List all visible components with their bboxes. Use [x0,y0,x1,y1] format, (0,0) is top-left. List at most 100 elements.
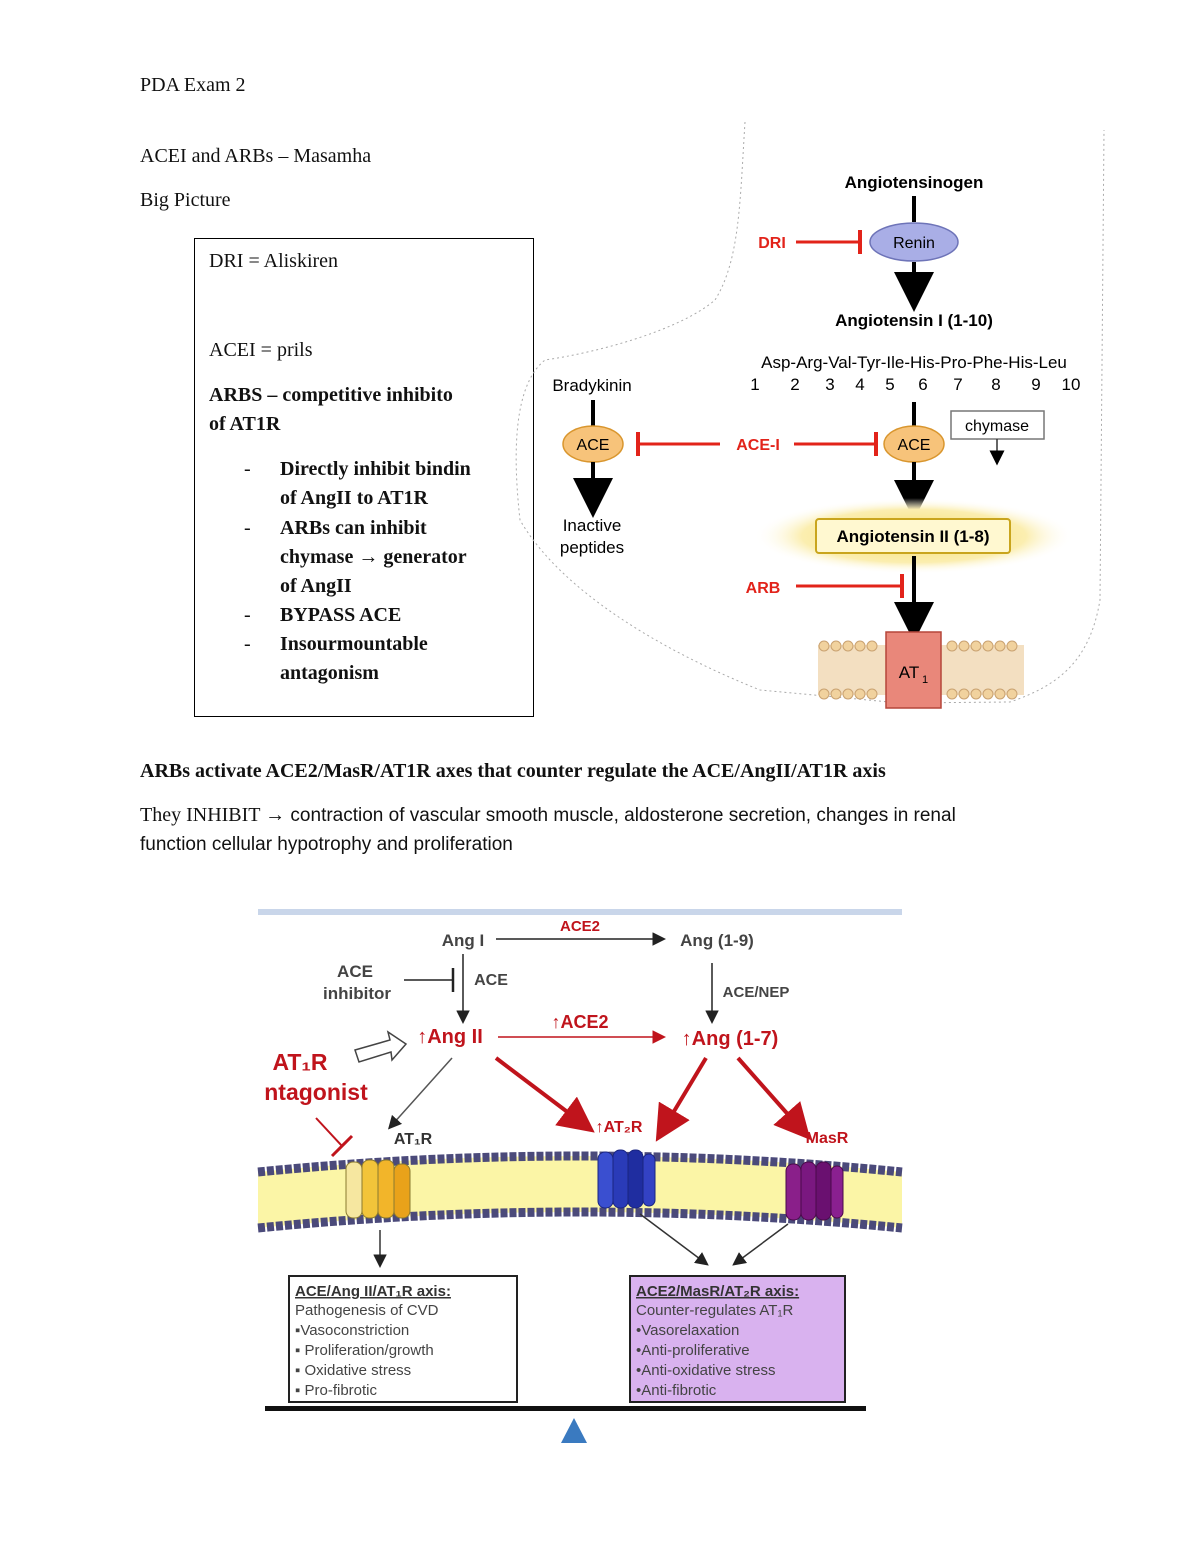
ace-inhibitor-label: ACE [337,962,373,981]
ace-inhibitor-label: ACE-I [736,437,780,454]
at1-receptor [345,1159,411,1219]
ace2-axis-item: •Anti-proliferative [636,1342,750,1359]
masr-label: MasR [806,1130,849,1147]
ace2-axis-item: •Vasorelaxation [636,1322,739,1339]
at1r-label: AT₁R [394,1131,433,1148]
arbs-note-line1: ARBS – competitive inhibito [209,384,453,406]
at1-receptor [885,631,942,709]
dri-note: DRI = Aliskiren [209,250,339,272]
topic-heading: ACEI and ARBs – Masamha [140,145,372,167]
ace2-axis-item: •Anti-oxidative stress [636,1362,775,1379]
slide-header-strip [258,909,902,915]
inhibit-rest: contraction of vascular smooth muscle, a… [285,805,956,826]
ace-label: ACE [474,972,508,989]
bradykinin-label: Bradykinin [552,376,631,395]
bullet-dash: - [244,633,251,655]
position-number: 5 [885,375,894,394]
inactive-peptides-label: peptides [560,538,624,557]
inhibit-line-1: They INHIBIT → contraction of vascular s… [140,804,956,827]
bullet-dash: - [244,517,251,539]
position-number: 7 [953,375,962,394]
acei-note: ACEI = prils [209,339,313,361]
arb-label: ARB [746,580,781,597]
document-title: PDA Exam 2 [140,74,246,96]
bullet-text: chymase → generator [280,546,467,568]
ang19-label: Ang (1-9) [680,931,754,950]
ace2-axis-item: Counter-regulates AT₁R [636,1302,794,1319]
arrow [732,1223,789,1266]
position-number: 1 [750,375,759,394]
arrow [387,1057,453,1130]
at1-subscript: 1 [922,674,928,686]
at1r-antagonist-label: AT₁R [272,1049,327,1075]
peptide-sequence: Asp-Arg-Val-Tyr-Ile-His-Pro-Phe-His-Leu [761,353,1067,372]
bullet-dash: - [244,458,251,480]
ace2-label-top: ACE2 [560,918,600,935]
ace2-label-mid: ↑ACE2 [551,1012,608,1032]
renin-label: Renin [893,235,935,252]
section-heading: Big Picture [140,189,231,211]
arrow [494,1056,595,1133]
balance-beam [265,1406,866,1411]
at2r-label: ↑AT₂R [596,1119,643,1136]
ras-pathway-diagram: Angiotensinogen Renin DRI Angiotensin I … [515,121,1105,709]
ace-axis-title: ACE/Ang II/AT₁R axis: [295,1283,451,1300]
inhibition-arrow [315,1117,343,1147]
bullet-text: Insourmountable [280,633,428,655]
position-number: 3 [825,375,834,394]
ang17-label: ↑Ang (1-7) [682,1028,779,1050]
bullet-text: BYPASS ACE [280,604,402,626]
open-arrow [354,1030,408,1063]
ace-axis-item: ▪ Proliferation/growth [295,1342,434,1359]
mas-receptor [785,1161,844,1221]
position-number: 6 [918,375,927,394]
angiotensin1-label: Angiotensin I (1-10) [835,311,993,330]
chymase-box [950,410,1045,440]
ace-label: ACE [577,437,610,454]
ace-axis-item: ▪ Oxidative stress [295,1362,411,1379]
inhibit-line-2: function cellular hypotrophy and prolife… [140,834,513,855]
ang1-label: Ang I [442,931,485,950]
bullet-text: Directly inhibit bindin [280,458,471,480]
bullet-text: ARBs can inhibit [280,517,427,539]
arrow [655,1056,708,1142]
dri-label: DRI [758,235,786,252]
position-number: 8 [991,375,1000,394]
fulcrum-triangle [561,1418,587,1443]
figure-outline [515,121,1105,704]
arbs-statement: ARBs activate ACE2/MasR/AT1R axes that c… [140,760,886,782]
arrow [639,1213,709,1266]
ace-label: ACE [898,437,931,454]
bullet-text: of AngII [280,575,352,597]
inhibition-bar [330,1134,354,1158]
at2-receptor [597,1149,656,1209]
ace-axis-item: ▪ Pro-fibrotic [295,1382,378,1399]
ace2-axis-title: ACE2/MasR/AT₂R axis: [636,1283,799,1300]
chymase-label: chymase [965,418,1029,435]
position-number: 4 [855,375,864,394]
ang2-label: ↑Ang II [417,1026,483,1048]
ace-inhibitor-label: inhibitor [323,984,391,1003]
bullet-dash: - [244,604,251,626]
ace2-axis-item: •Anti-fibrotic [636,1382,717,1399]
inactive-peptides-label: Inactive [563,516,622,535]
bullet-text: of AngII to AT1R [280,487,428,509]
renin-enzyme [869,222,959,262]
arbs-note-line2: of AT1R [209,413,281,435]
position-number: 2 [790,375,799,394]
inhibit-prefix: They INHIBIT → [140,804,286,826]
arrow [736,1056,811,1140]
angiotensin2-label: Angiotensin II (1-8) [837,527,990,546]
angiotensin2-box [815,518,1011,554]
bullet-text: antagonism [280,662,379,684]
ace-axis-box [288,1275,518,1403]
notes-box [194,238,534,717]
ace-nep-label: ACE/NEP [723,984,790,1001]
angiotensinogen-label: Angiotensinogen [845,173,984,192]
position-number: 9 [1031,375,1040,394]
position-number: 10 [1062,375,1081,394]
at1r-antagonist-label: ntagonist [264,1079,368,1105]
residue-positions: 1 2 3 4 5 6 7 8 9 10 [750,375,1080,394]
ace-axis-item: ▪Vasoconstriction [295,1322,409,1339]
